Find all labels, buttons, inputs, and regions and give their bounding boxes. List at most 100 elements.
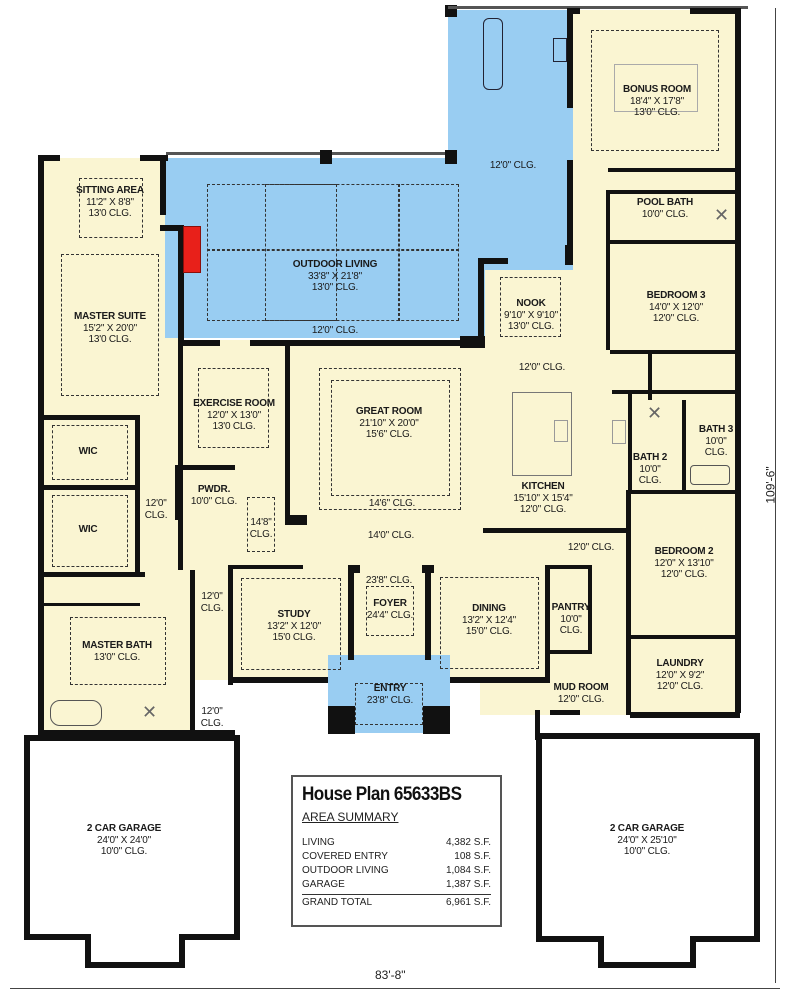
wall [175,465,180,520]
summary-row: GARAGE 1,387 S.F. [302,879,491,890]
garage-right-bump-l [598,937,604,967]
outdoor-grid-v2 [398,184,400,321]
shower-x-icon: ✕ [714,205,730,225]
wall [682,400,686,490]
wall [160,225,182,231]
label-outdoor-living: OUTDOOR LIVING 33'8" X 21'8" 13'0" CLG. [292,259,378,293]
wall [550,650,592,654]
label-entry: ENTRY 23'8" CLG. [366,683,414,706]
wic-2-outline [52,495,128,567]
label-hall-148: 14'8" CLG. [249,517,273,540]
garage-left-bump-r [179,935,185,965]
summary-total-row: GRAND TOTAL 6,961 S.F. [302,894,491,910]
overall-width: 83'-8" [375,968,406,982]
label-bonus-room: BONUS ROOM 18'4" X 17'8" 13'0" CLG. [622,84,692,118]
wall [135,415,140,575]
label-bath-2: BATH 2 10'0" CLG. [632,452,668,486]
outdoor-grid-v [265,184,337,321]
kitchen-island [512,392,572,476]
sitting-area-outline [79,178,143,238]
fireplace [183,226,201,273]
study-outline [241,578,341,670]
plan-title: House Plan 65633BS [302,784,462,805]
wall [445,150,457,164]
master-tub [50,700,102,726]
wall [567,160,573,250]
wall [478,258,484,348]
label-outdoor-edge: 12'0" CLG. [311,325,359,336]
label-master-suite: MASTER SUITE 15'2" X 20'0" 13'0 CLG. [73,311,147,345]
wall [40,572,145,577]
wall [610,350,738,354]
wall [478,258,508,264]
outdoor-grill [553,38,567,62]
wall [588,565,592,653]
label-garage-right: 2 CAR GARAGE 24'0" X 25'10" 10'0" CLG. [609,823,685,857]
depth-dimension-line [775,8,776,983]
wall [320,150,332,164]
wall [450,677,550,683]
wall [483,528,628,533]
wall [166,152,456,155]
wall [422,565,434,573]
hall-148-outline [247,497,275,552]
wall [190,570,195,735]
label-bedroom-3: BEDROOM 3 14'0" X 12'0" 12'0" CLG. [646,290,706,324]
entry-outline [355,683,423,725]
label-master-hall: 12'0" CLG. [144,498,168,521]
label-great-room-tray: 14'6" CLG. [368,498,416,509]
wall [630,490,738,494]
wall [630,712,740,718]
shower-x-icon: ✕ [142,702,158,722]
label-foyer: FOYER 24'4" CLG. [366,598,414,621]
summary-row: COVERED ENTRY 108 S.F. [302,851,491,862]
wall [630,635,738,639]
wall [250,340,485,346]
wall [535,710,540,740]
overall-depth: 109'-6" [763,466,778,504]
area-summary-heading: AREA SUMMARY [302,810,399,824]
wall [178,225,184,345]
label-wic-2: WIC [78,524,98,535]
pool-table [614,64,698,112]
wall [348,565,360,573]
wall [460,336,485,348]
wall [570,8,580,14]
wall [140,155,168,161]
entry-pier [423,706,450,734]
garage-left-bump-l [85,935,91,965]
great-room-inner [331,380,450,496]
wall [40,485,140,490]
width-dimension-line [10,988,780,989]
nook-outline [500,277,561,337]
great-room-outline [319,368,461,510]
wall [180,340,220,346]
summary-row: OUTDOOR LIVING 1,084 S.F. [302,865,491,876]
wall [40,603,140,606]
wall [607,190,737,194]
wall [228,565,233,685]
wall [448,6,748,9]
wall [178,340,183,570]
label-pool-bath: POOL BATH 10'0" CLG. [636,197,694,220]
wall [425,565,431,660]
label-dining: DINING 13'2" X 12'4" 15'0" CLG. [462,603,516,637]
wall [40,415,140,420]
label-wic-1: WIC [78,446,98,457]
wall [626,490,631,715]
floor-bonus [570,10,740,250]
area-summary-box: House Plan 65633BS AREA SUMMARY LIVING 4… [291,775,502,927]
label-mud-room: MUD ROOM 12'0" CLG. [553,682,609,705]
wall [648,350,652,400]
label-back-hall: 12'0" CLG. [567,542,615,553]
wall [607,240,737,244]
label-exercise-room: EXERCISE ROOM 12'0" X 13'0" 13'0 CLG. [193,398,275,432]
garage-left-bump-fill [91,934,179,962]
wall [550,565,592,569]
garage-left-bump-b [85,962,185,968]
dining-outline [440,577,539,669]
wall [608,168,738,172]
label-pantry: PANTRY 10'0" CLG. [551,602,591,636]
label-bath-3: BATH 3 10'0" CLG. [698,424,734,458]
